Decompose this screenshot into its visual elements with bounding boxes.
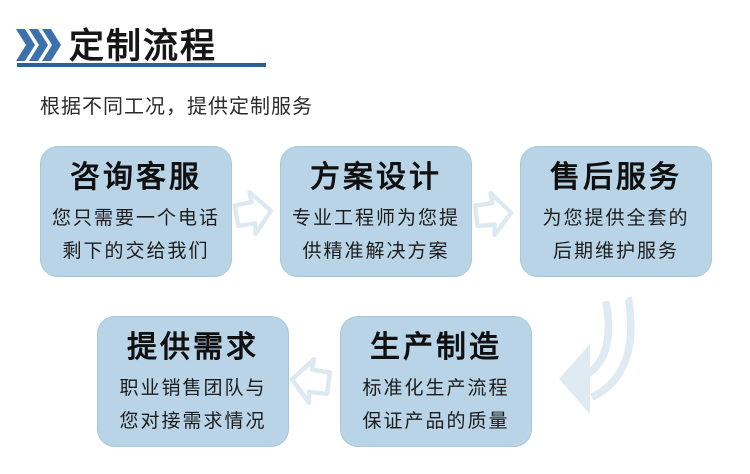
step-box-consult: 咨询客服 您只需要一个电话 剩下的交给我们 bbox=[40, 146, 232, 277]
step-desc-line: 职业销售团队与 bbox=[119, 377, 267, 399]
step-title: 咨询客服 bbox=[70, 161, 202, 194]
step-title: 售后服务 bbox=[550, 161, 682, 194]
page-title: 定制流程 bbox=[69, 27, 218, 66]
step-desc-line: 剩下的交给我们 bbox=[62, 240, 210, 262]
arrow-left-icon bbox=[289, 356, 333, 406]
step-box-requirements: 提供需求 职业销售团队与 您对接需求情况 bbox=[97, 316, 289, 447]
section-subtitle: 根据不同工况，提供定制服务 bbox=[40, 96, 313, 118]
step-title: 方案设计 bbox=[310, 161, 442, 194]
step-box-manufacture: 生产制造 标准化生产流程 保证产品的质量 bbox=[340, 316, 532, 447]
step-desc-line: 后期维护服务 bbox=[552, 240, 679, 262]
arrow-curve-down-left-icon bbox=[559, 293, 635, 414]
step-box-design: 方案设计 专业工程师为您提 供精准解决方案 bbox=[280, 146, 472, 277]
step-title: 提供需求 bbox=[127, 331, 259, 364]
step-title: 生产制造 bbox=[370, 331, 502, 364]
triple-chevron-icon bbox=[16, 29, 61, 61]
step-desc-line: 标准化生产流程 bbox=[362, 377, 510, 399]
step-desc-line: 您只需要一个电话 bbox=[51, 207, 220, 229]
step-desc-line: 保证产品的质量 bbox=[362, 410, 510, 432]
step-desc-line: 您对接需求情况 bbox=[119, 410, 267, 432]
step-desc-line: 供精准解决方案 bbox=[302, 240, 450, 262]
arrow-right-icon bbox=[473, 190, 514, 238]
step-box-aftersale: 售后服务 为您提供全套的 后期维护服务 bbox=[520, 146, 712, 277]
title-underline bbox=[17, 63, 266, 67]
step-desc-line: 为您提供全套的 bbox=[542, 207, 690, 229]
step-desc-line: 专业工程师为您提 bbox=[291, 207, 460, 229]
arrow-right-icon bbox=[232, 190, 274, 237]
